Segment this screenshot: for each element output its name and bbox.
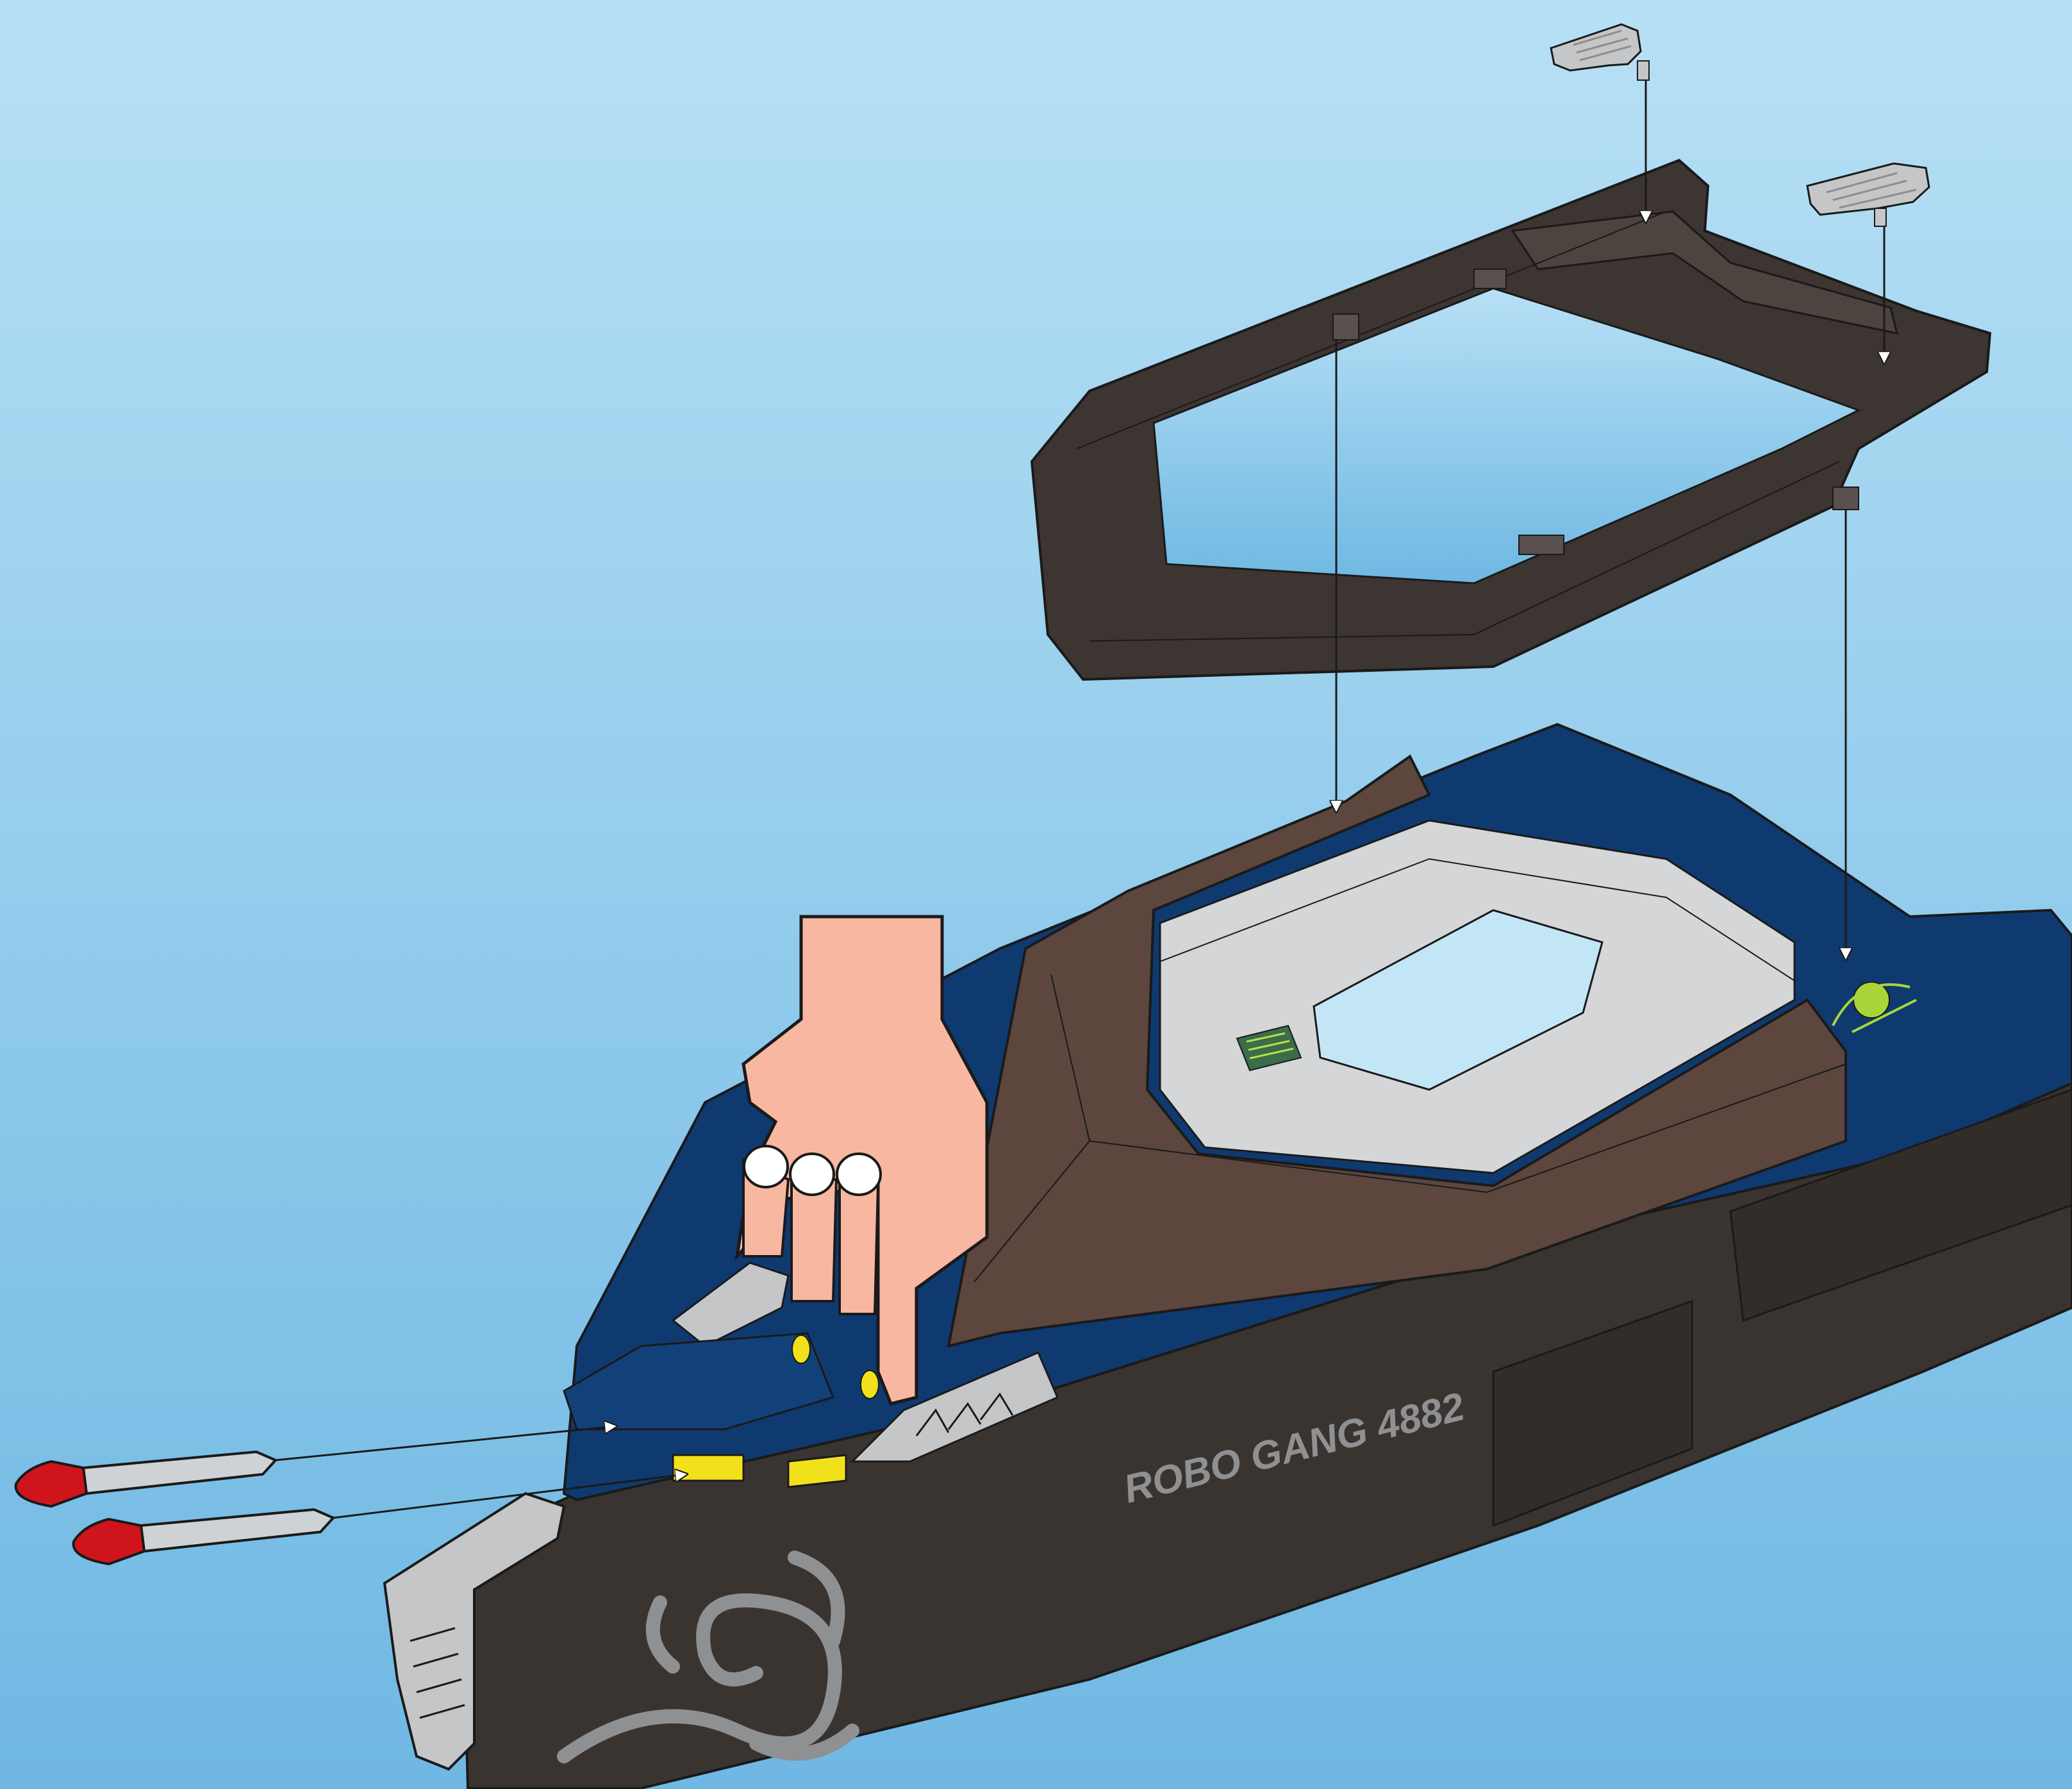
rail-frame-tab: [1833, 487, 1859, 510]
launcher-peg: [861, 1370, 879, 1399]
rail-frame-tab: [1333, 314, 1359, 340]
launcher-spring-lower: [788, 1455, 846, 1487]
fingernail: [790, 1154, 834, 1195]
rail-frame-tab: [1519, 535, 1564, 554]
fingernail: [744, 1146, 788, 1187]
finger-knuckle: [792, 1179, 836, 1301]
finger-knuckle: [840, 1186, 878, 1314]
launcher-peg: [792, 1335, 810, 1363]
clip-peg: [1637, 61, 1649, 80]
clip-peg: [1875, 208, 1886, 226]
fingernail: [837, 1154, 881, 1195]
rail-frame-tab: [1474, 269, 1506, 288]
launcher-spring-upper: [673, 1455, 743, 1481]
